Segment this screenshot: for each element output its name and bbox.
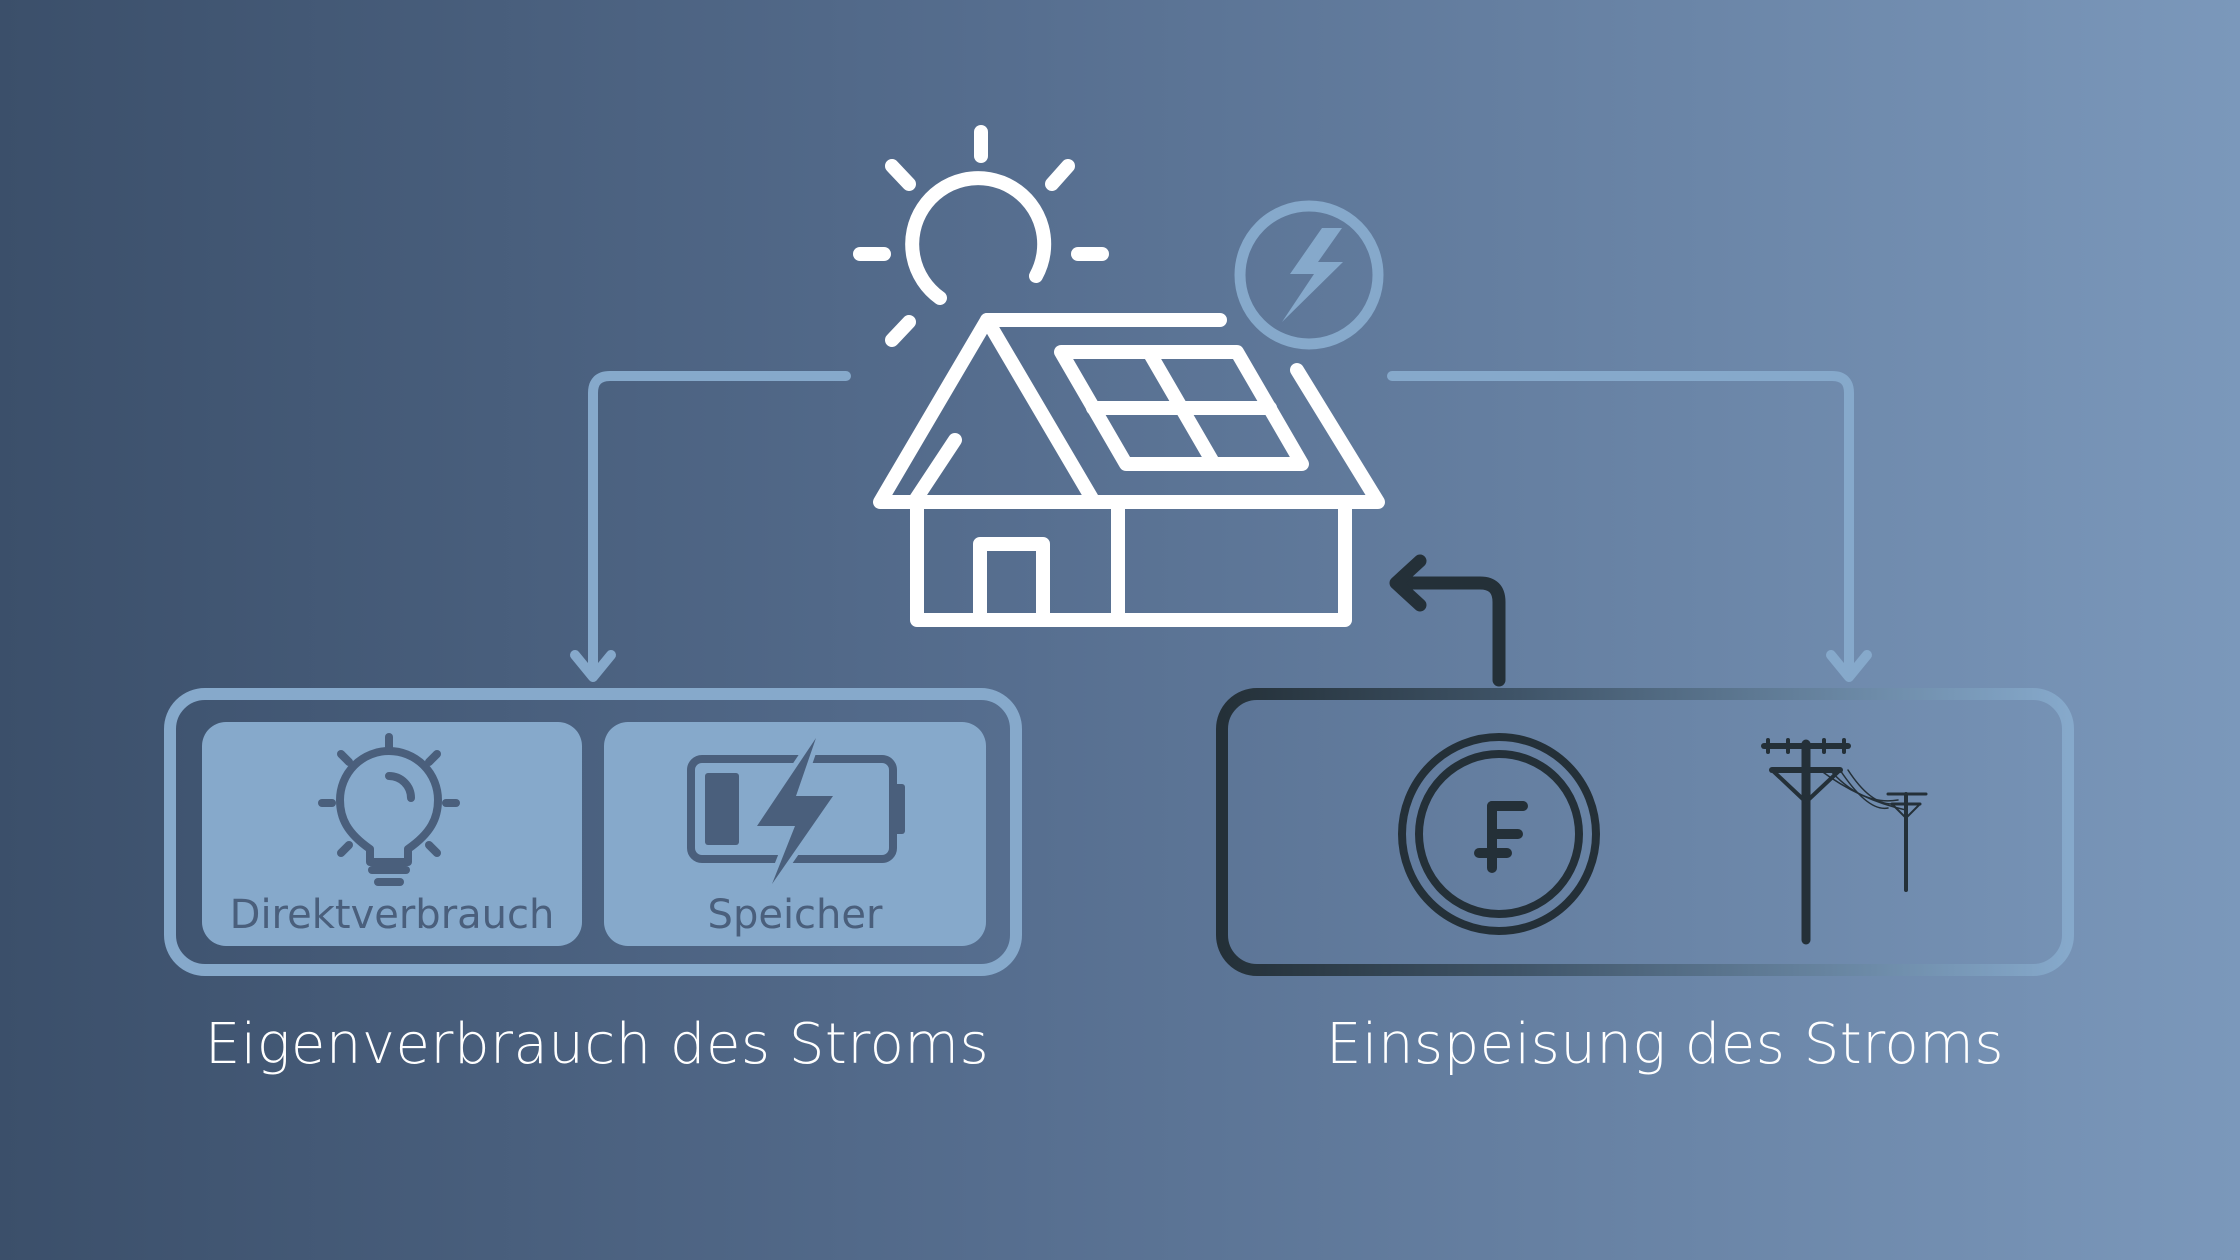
einspeisung-group — [1216, 688, 2074, 976]
direktverbrauch-card: Direktverbrauch — [202, 722, 582, 946]
eigenverbrauch-caption: Eigenverbrauch des Stroms — [204, 1012, 990, 1077]
speicher-card: Speicher — [604, 722, 986, 946]
einspeisung-frame — [1216, 688, 2074, 976]
lightbulb-icon — [318, 733, 460, 886]
arrow-house-to-einspeisung — [1387, 371, 1872, 682]
eigenverbrauch-frame — [164, 688, 1022, 976]
eigenverbrauch-group: Direktverbrauch Speicher — [164, 688, 1022, 976]
battery-charging-icon — [687, 733, 905, 889]
house-solar-panel-icon — [873, 313, 1385, 627]
arrow-house-to-eigenverbrauch — [570, 371, 851, 682]
lightning-badge-icon — [1234, 200, 1384, 350]
sun-icon — [853, 125, 1109, 347]
direktverbrauch-label: Direktverbrauch — [230, 892, 555, 938]
speicher-label: Speicher — [708, 892, 883, 938]
franc-coin-icon — [1398, 733, 1600, 935]
einspeisung-caption: Einspeisung des Stroms — [1326, 1012, 2004, 1077]
arrow-grid-to-house — [1389, 554, 1506, 687]
power-pole-icon — [1761, 738, 1928, 945]
